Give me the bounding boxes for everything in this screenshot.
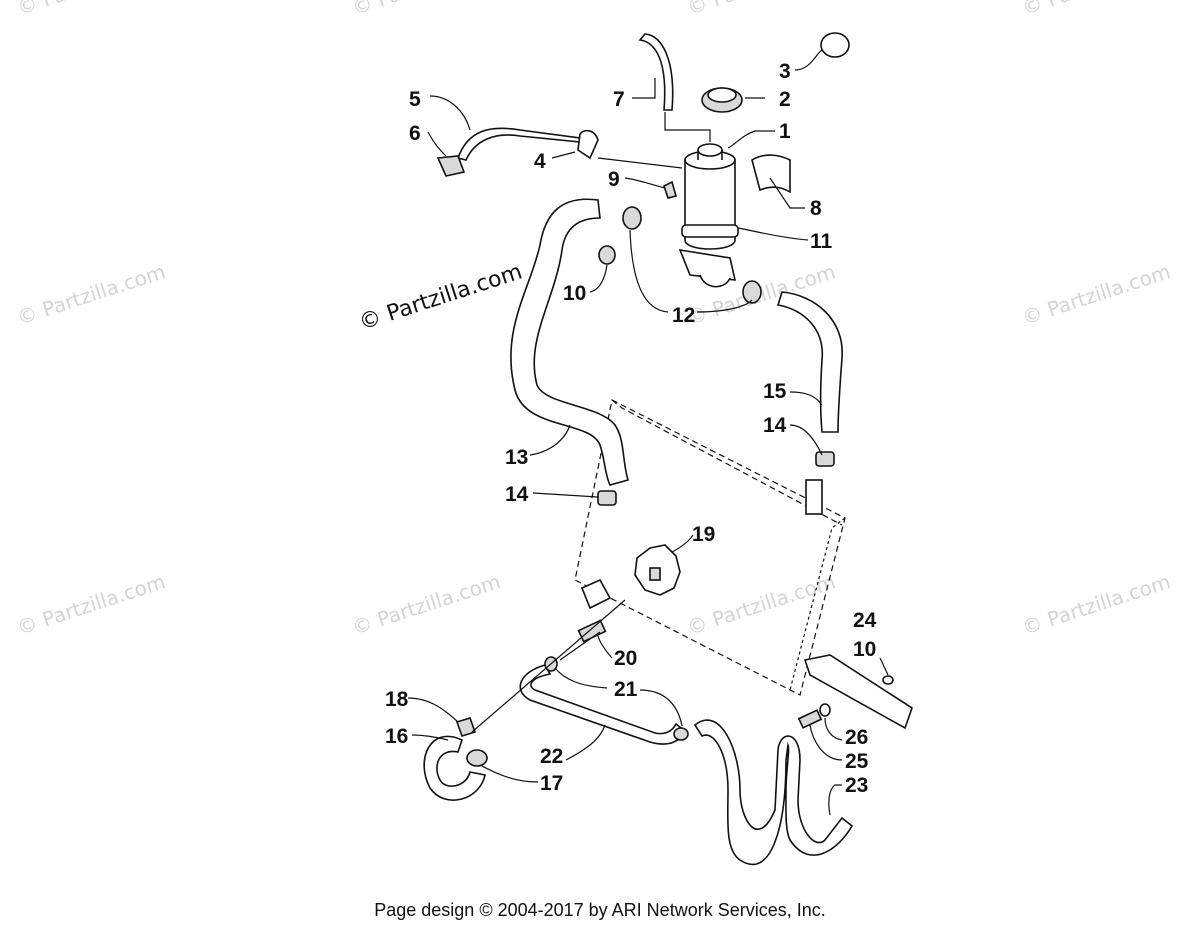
label-20: 20 bbox=[614, 647, 637, 670]
hose-22 bbox=[519, 664, 688, 745]
page-footer: Page design © 2004-2017 by ARI Network S… bbox=[374, 900, 826, 920]
label-17: 17 bbox=[540, 772, 563, 795]
label-3: 3 bbox=[779, 60, 791, 83]
clamp-12-left bbox=[622, 206, 642, 230]
coolant-reservoir bbox=[678, 143, 739, 288]
label-12: 12 bbox=[672, 304, 695, 327]
bracket-8 bbox=[751, 154, 791, 194]
nut-10-bracket bbox=[882, 675, 894, 685]
hose-23 bbox=[693, 719, 854, 866]
label-26: 26 bbox=[845, 726, 868, 749]
radiator-outlet-fitting bbox=[580, 578, 612, 610]
label-13: 13 bbox=[505, 446, 528, 469]
label-1: 1 bbox=[779, 120, 791, 143]
label-2: 2 bbox=[779, 88, 791, 111]
o-ring bbox=[820, 32, 850, 58]
label-6: 6 bbox=[409, 122, 421, 145]
label-10-bracket: 10 bbox=[853, 638, 876, 661]
label-8: 8 bbox=[810, 197, 822, 220]
watermark-text: © Partzilla.com bbox=[1019, 0, 1173, 20]
screw-9 bbox=[663, 180, 677, 199]
part-labels: 1 2 3 4 5 6 7 8 9 10 11 12 13 14 14 15 1… bbox=[385, 60, 877, 797]
clamp-21-b bbox=[673, 727, 689, 741]
nut-10 bbox=[598, 245, 616, 265]
watermark-text: © Partzilla.com bbox=[1019, 569, 1173, 640]
radiator-inlet-pipe bbox=[805, 479, 823, 515]
watermark-grid: © Partzilla.com © Partzilla.com © Partzi… bbox=[14, 0, 1173, 640]
label-21: 21 bbox=[614, 678, 638, 701]
label-9: 9 bbox=[608, 168, 620, 191]
hose-15 bbox=[776, 291, 843, 433]
hose-16 bbox=[423, 735, 486, 801]
label-15: 15 bbox=[763, 380, 787, 403]
label-5: 5 bbox=[409, 88, 421, 111]
washer-26 bbox=[819, 703, 831, 717]
label-25: 25 bbox=[845, 750, 869, 773]
clamp-4 bbox=[577, 129, 599, 160]
label-14-upper: 14 bbox=[763, 414, 787, 437]
hose-clamp-14-upper bbox=[815, 451, 835, 467]
label-24: 24 bbox=[853, 609, 877, 632]
watermark-text: © Partzilla.com bbox=[684, 0, 838, 20]
reservoir-cap bbox=[701, 87, 743, 113]
hose-clip-6 bbox=[436, 155, 466, 177]
fitting-20 bbox=[577, 619, 607, 643]
vent-hose bbox=[638, 33, 674, 111]
hose-13 bbox=[510, 198, 630, 486]
clamp-17 bbox=[466, 749, 488, 767]
watermark-text: © Partzilla.com bbox=[1019, 259, 1173, 330]
cap-stem bbox=[649, 567, 661, 581]
watermark-text: © Partzilla.com bbox=[14, 259, 168, 330]
bolt-25 bbox=[797, 709, 823, 729]
label-16: 16 bbox=[385, 725, 408, 748]
label-19: 19 bbox=[692, 523, 715, 546]
radiator bbox=[574, 399, 846, 696]
label-11: 11 bbox=[810, 230, 833, 253]
label-14-lower: 14 bbox=[505, 483, 529, 506]
watermark-text: © Partzilla.com bbox=[14, 569, 168, 640]
leader-lines bbox=[407, 49, 889, 816]
watermark-main: © Partzilla.com bbox=[356, 259, 525, 335]
label-10: 10 bbox=[563, 282, 586, 305]
hose-clamp-14-lower bbox=[597, 490, 617, 506]
label-22: 22 bbox=[540, 745, 563, 768]
watermark-text: © Partzilla.com bbox=[349, 0, 503, 20]
label-18: 18 bbox=[385, 688, 409, 711]
label-23: 23 bbox=[845, 774, 868, 797]
watermark-text: © Partzilla.com bbox=[349, 569, 503, 640]
clamp-12-right bbox=[742, 280, 762, 304]
label-7: 7 bbox=[613, 88, 625, 111]
watermark-text: © Partzilla.com bbox=[14, 0, 168, 20]
watermark-text: © Partzilla.com bbox=[684, 569, 838, 640]
bracket-24 bbox=[803, 654, 913, 730]
clamp-18 bbox=[455, 717, 477, 737]
label-4: 4 bbox=[534, 150, 546, 173]
